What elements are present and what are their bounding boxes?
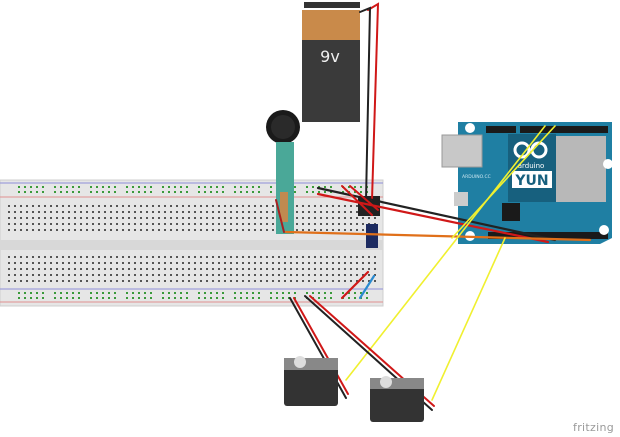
breadboard-holes [8,186,376,299]
arduino-logo-text: arduino [518,162,545,170]
servo-2 [370,376,424,422]
battery-9v: 9v [302,2,360,122]
force-sensor [266,110,300,234]
arduino-model-label: YUN [514,173,548,189]
breadboard [0,179,384,307]
battery-label: 9v [320,47,340,66]
capacitor [366,224,378,248]
servo-1 [284,356,338,406]
arduino-yun-board: arduino YUN ARDUINO.CC [441,122,613,244]
fritzing-watermark: fritzing [573,421,614,434]
arduino-silkscreen: ARDUINO.CC [462,174,491,180]
wires [275,2,592,411]
